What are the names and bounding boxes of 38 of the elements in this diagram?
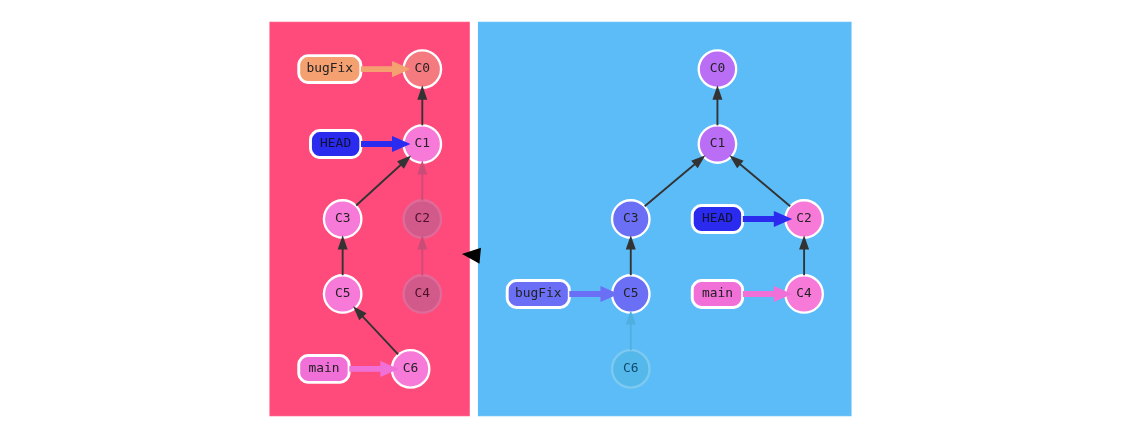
node-circle: C0	[402, 49, 443, 89]
node-circle: C1	[697, 124, 738, 164]
arrow	[625, 310, 636, 352]
arrow	[729, 155, 792, 208]
cluster	[269, 21, 470, 417]
arrow	[360, 61, 411, 78]
node-circle: C6	[610, 349, 651, 389]
arrow	[417, 235, 428, 277]
arrow	[712, 85, 723, 127]
arrow	[337, 235, 348, 277]
node-circle: C2	[402, 199, 443, 239]
arrow	[643, 155, 706, 208]
node-circle: C5	[322, 274, 363, 314]
node-circle: C2	[784, 199, 824, 239]
arrow	[625, 235, 636, 277]
arrow	[742, 285, 793, 303]
node-box: HEAD	[309, 129, 363, 159]
node-circle: C6	[390, 349, 431, 389]
node-box: bugFix	[505, 279, 571, 309]
node-box: bugFix	[297, 54, 363, 85]
arrow	[355, 155, 412, 207]
arrow	[742, 210, 793, 228]
node-circle: C3	[610, 199, 651, 239]
node-box: main	[297, 353, 351, 384]
arrow	[353, 306, 400, 356]
node-circle: C0	[697, 49, 738, 89]
node-box: HEAD	[690, 204, 745, 234]
node-circle: C4	[784, 274, 824, 314]
arrow	[417, 85, 428, 127]
node-box: main	[690, 279, 745, 309]
node-circle: C3	[322, 199, 363, 239]
node-circle: C5	[610, 274, 651, 314]
node-circle: C4	[402, 274, 443, 314]
arrow	[349, 360, 399, 377]
arrow	[417, 160, 428, 202]
arrow	[361, 135, 411, 153]
arrow	[799, 235, 810, 277]
node-circle: C1	[402, 124, 443, 164]
